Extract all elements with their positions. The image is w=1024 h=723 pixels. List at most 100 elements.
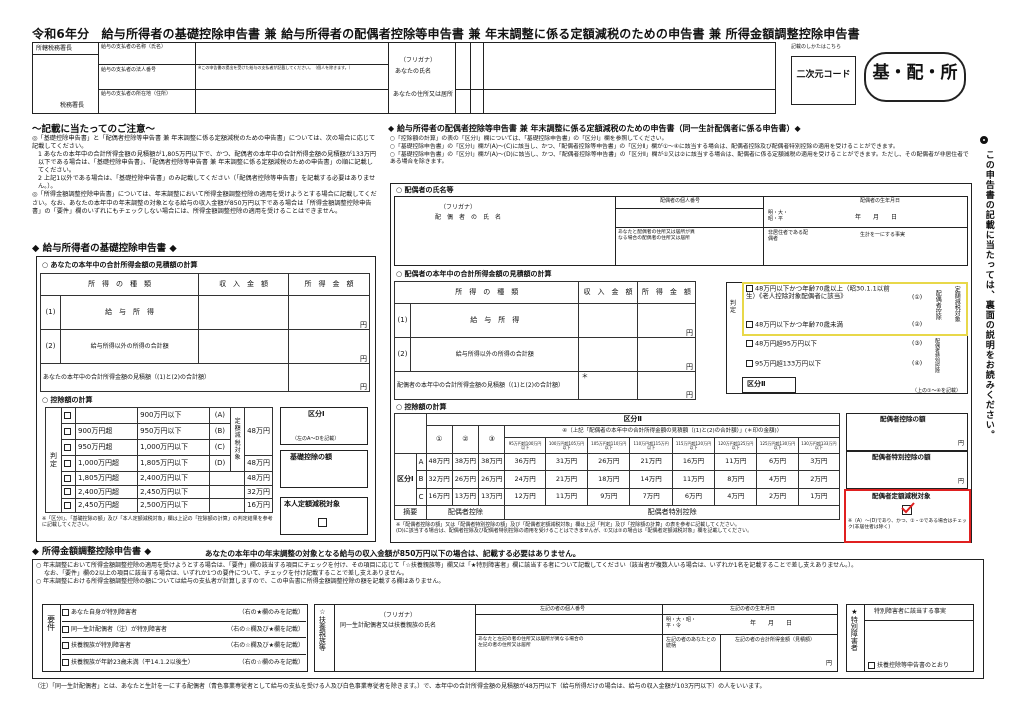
fuyou-number-field[interactable] — [476, 615, 662, 633]
spouse-salary-amount-field[interactable]: 円 — [636, 303, 697, 338]
fuyou-number-label: 左記の者の個人番号 — [540, 606, 586, 612]
kubun1-box[interactable] — [280, 407, 368, 445]
deduct-cell: 3万円 — [797, 452, 841, 472]
fuyou-label: ☆扶養親族等 — [318, 608, 327, 651]
deduct-cell: 8万円 — [714, 470, 758, 489]
kubun1-label: 区分Ⅰ — [308, 410, 325, 418]
form-stamp-text: 基・配・所 — [872, 63, 958, 83]
qr-code-box — [791, 56, 856, 105]
col-amount: 所 得 金 額 — [288, 273, 370, 296]
spouse-name-field[interactable] — [520, 200, 610, 240]
deduct-cell: 11万円 — [544, 487, 589, 507]
salary-amount-field[interactable]: 円 — [288, 295, 370, 330]
kiso-amount-label: 基礎控除の額 — [290, 453, 332, 461]
range-head: 130万円超133万円以下 — [797, 437, 841, 454]
kiso-footnote: ※「区分Ⅰ」、「基礎控除の額」及び「本人定額減税対象」欄は上記の「控除額の計算」… — [42, 516, 273, 528]
spouse-birthday-label: 配偶者の生年月日 — [860, 198, 901, 204]
total-amount-field[interactable]: 円 — [288, 363, 370, 392]
salary-income-field[interactable] — [198, 295, 289, 330]
nonres-label: 非居住者である配偶者 — [768, 230, 808, 242]
shotoku-title: ◆ 所得金額調整控除申告書 ◆ — [32, 547, 152, 557]
req-checkbox[interactable] — [62, 658, 69, 666]
spouse-special-amount-label: 配偶者特別控除の額 — [872, 453, 931, 461]
judge-row-3: 48万円超95万円以下 — [746, 340, 817, 348]
kiso-deduct-title: ○ 控除額の計算 — [42, 396, 93, 404]
intro-item: ○「基礎控除申告書」の「区分Ⅰ」欄が(A)～(C)に該当し、かつ、「配偶者控除等… — [390, 143, 899, 150]
deduct-cell: 16万円 — [671, 452, 716, 472]
self-fixed-box — [280, 497, 368, 535]
spouse-special-amount-box[interactable] — [846, 451, 968, 489]
notes-title: ～記載に当たってのご注意～ — [32, 124, 156, 135]
spouse-judge-label: 判定 — [730, 300, 737, 315]
req-checkbox[interactable] — [62, 609, 69, 616]
kubun2-box[interactable] — [742, 377, 796, 393]
fuyou-birthday-field[interactable]: 年 月 日 — [750, 620, 793, 627]
payer-addr-label: 給与の支払者の所在地（住所） — [101, 91, 172, 97]
req-label: 要件 — [46, 615, 56, 631]
your-addr-label: あなたの住所又は居所 — [393, 91, 454, 98]
row-salary: 給 与 所 得 — [59, 295, 200, 330]
spouse-birthday-field[interactable]: 年 月 日 — [855, 214, 898, 221]
special-label: ★特別障害者 — [850, 608, 859, 651]
spouse-number-field[interactable] — [616, 209, 762, 226]
your-addr-field[interactable] — [471, 90, 775, 113]
req-item[interactable]: あなた自身が特別障害者（右の★欄のみを記載） — [62, 605, 306, 622]
instructions-link[interactable]: 記載のしかたはこちら — [791, 44, 842, 50]
req-item[interactable]: 扶養親族が年齢23歳未満（平14.1.2以後生） （右の☆欄のみを記載） — [62, 655, 306, 672]
furigana-label: （フリガナ） — [400, 57, 437, 64]
spouse-fixed-checkbox[interactable] — [902, 505, 912, 515]
deduct-cell: 21万円 — [629, 452, 673, 472]
page-title: 令和6年分 給与所得者の基礎控除申告書 兼 給与所得者の配偶者控除等申告書 兼 … — [32, 27, 860, 41]
spouse-special-vert: 配偶者特別控除 — [934, 338, 940, 373]
req-item[interactable]: 扶養親族が特別障害者（右の☆欄及び★欄を記載） — [62, 638, 306, 655]
payer-number-note: ※この申告書の提出を受けた給与の支払者が記載してください。（個人を除きます。） — [198, 65, 353, 70]
deduct-cell: 18万円 — [587, 470, 631, 489]
your-name-field[interactable] — [471, 43, 775, 88]
your-name-label: あなたの氏名 — [395, 68, 432, 75]
range-head: 100万円超105万円以下 — [544, 437, 589, 454]
your-name-box — [470, 42, 776, 114]
spouse-era: 明・大・昭・平 — [768, 210, 789, 222]
special-fact-field[interactable] — [865, 621, 973, 659]
spouse-number-label: 配偶者の個人番号 — [660, 198, 701, 204]
req-item[interactable]: 同一生計配偶者（注）が特別障害者（右の☆欄及び★欄を記載） — [62, 622, 306, 638]
shotoku-form — [32, 559, 984, 679]
dep-check-row[interactable]: 扶養控除等申告書のとおり — [868, 662, 949, 669]
deduct-cell: 12万円 — [504, 487, 546, 507]
intro-item: ○「基礎控除申告書」の「区分Ⅰ」欄が(A)～(D)に該当し、かつ、「配偶者控除等… — [390, 151, 969, 166]
self-fixed-checkbox[interactable] — [318, 518, 327, 527]
spouse-deduct-title: ○ 控除額の計算 — [396, 403, 447, 411]
spouse-other-amount-field[interactable]: 円 — [636, 337, 697, 372]
other-amount-field[interactable]: 円 — [288, 329, 370, 364]
deduct-cell: 31万円 — [544, 452, 589, 472]
payer-addr-field[interactable] — [196, 90, 388, 113]
req-checkbox[interactable] — [62, 625, 69, 633]
shotoku-footer: （注）「同一生計配偶者」とは、あなたと生計を一にする配偶者（青色事業専従者として… — [34, 683, 766, 690]
fuyou-income-label: 左記の者の合計所得金額（見積額） — [735, 637, 816, 643]
payer-name-field[interactable] — [196, 44, 388, 63]
qr-code-label: 二次元コード — [796, 70, 851, 80]
req-text: 扶養親族が年齢23歳未満（平14.1.2以後生） — [71, 658, 194, 666]
payer-number-field[interactable] — [196, 72, 388, 88]
deduct-cell: 24万円 — [504, 470, 546, 489]
fuyou-addr-label: あなたと左記の者の住所又は居所が異なる場合の左記の者の住所又は居所 — [478, 637, 584, 648]
row-other: 給与所得以外の所得の合計額 — [59, 329, 200, 364]
fuyou-relation-label: 左記の者のあなたとの続柄 — [666, 637, 716, 649]
deduct-cell: 48万円 — [425, 452, 453, 472]
deduct-cell: 32万円 — [425, 470, 453, 489]
header-form — [32, 42, 484, 114]
spouse-salary-income-field[interactable] — [578, 303, 638, 338]
deduct-cell: 13万円 — [451, 487, 480, 507]
kubun2-note: （上の①～④を記載） — [912, 388, 961, 394]
req-text: 扶養親族が特別障害者 — [71, 642, 132, 649]
spouse-name-title: ○ 配偶者の氏名等 — [396, 186, 454, 194]
spouse-total-amount-field[interactable]: 円 — [636, 371, 697, 400]
deduct-cell: 4万円 — [714, 487, 758, 507]
spouse-name-label: 配 偶 者 の 氏 名 — [435, 214, 502, 221]
kiso-amount-box[interactable] — [280, 450, 368, 488]
req-note: （右の☆欄のみを記載） — [238, 658, 304, 666]
spouse-deduct-amount-box[interactable] — [846, 413, 968, 451]
judge-row-2: 48万円以下かつ年齢70歳未満 — [746, 321, 843, 329]
req-checkbox[interactable] — [62, 642, 69, 649]
